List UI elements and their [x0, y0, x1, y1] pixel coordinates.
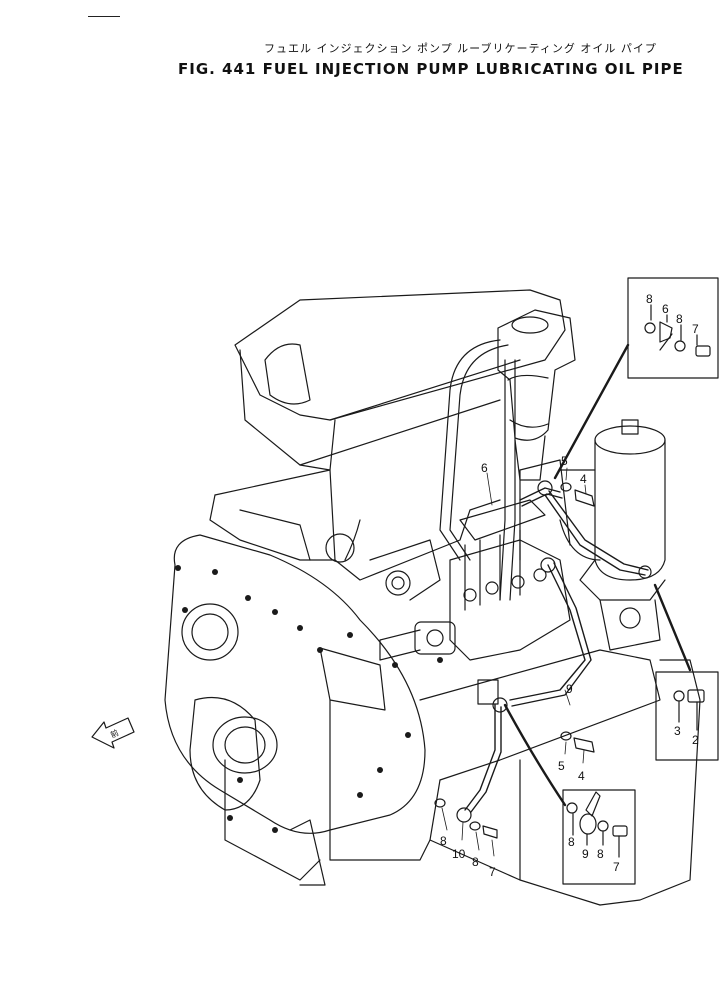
- detail-box-top: [627, 277, 719, 379]
- detail-box-bottom: [562, 789, 636, 885]
- front-arrow-label: 前: [109, 727, 120, 739]
- fuel-lines: [439, 339, 516, 601]
- figure-title: FIG. 441 FUEL INJECTION PUMP LUBRICATING…: [178, 60, 684, 78]
- callout-top-8b: 8: [676, 312, 683, 326]
- timing-gear-housing: [164, 534, 443, 886]
- callout-bl-8a: 8: [440, 834, 447, 848]
- callout-main-5b: 5: [558, 759, 565, 773]
- callout-box-bottom-9: 9: [582, 847, 589, 861]
- callout-top-8a: 8: [646, 292, 653, 306]
- callout-bl-10: 10: [452, 847, 466, 861]
- callout-main-9: 9: [566, 682, 573, 696]
- figure-subtitle-japanese: フュエル インジェクション ポンプ ルーブリケーティング オイル パイプ: [264, 42, 657, 55]
- injection-pump: [379, 459, 571, 661]
- callout-right-2: 2: [692, 733, 699, 747]
- front-direction-arrow: [91, 717, 135, 749]
- callout-main-6: 6: [481, 461, 488, 475]
- callout-bl-8b: 8: [472, 855, 479, 869]
- detail-links: [503, 343, 692, 807]
- callout-top-6: 6: [662, 302, 669, 316]
- banjo-fittings: [456, 480, 652, 823]
- callout-box-bottom-8a: 8: [568, 835, 575, 849]
- detail-box-right: [655, 671, 719, 761]
- callout-numbers: 8 6 8 7 6 5 4 9 5 4 3 2 8 10 8 7 8 9 8 7: [440, 292, 699, 879]
- cylinder-head-cover: [234, 289, 566, 471]
- callout-right-3: 3: [674, 724, 681, 738]
- lubricating-oil-pipes: [464, 487, 649, 813]
- callout-bl-7: 7: [489, 865, 496, 879]
- engine-block: [209, 469, 701, 906]
- callout-top-7: 7: [692, 322, 699, 336]
- oil-filter: [559, 419, 666, 651]
- callout-box-bottom-8b: 8: [597, 847, 604, 861]
- callout-main-5: 5: [561, 454, 568, 468]
- callout-main-4b: 4: [578, 769, 585, 783]
- callout-box-bottom-7: 7: [613, 860, 620, 874]
- header-rule: [88, 16, 120, 17]
- callout-main-4: 4: [580, 472, 587, 486]
- leader-lines: [441, 467, 587, 857]
